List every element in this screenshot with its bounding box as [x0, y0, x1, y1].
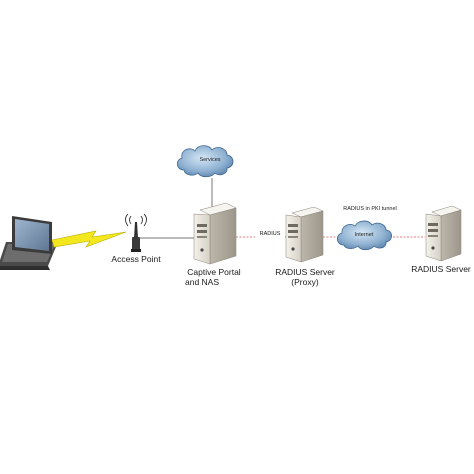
- radius-server-label: RADIUS Server: [411, 264, 471, 274]
- radius-link-label: RADIUS: [255, 231, 285, 238]
- radius-proxy-label-line2: (Proxy): [291, 277, 319, 287]
- radius-server-icon: [425, 205, 462, 262]
- radius-proxy-label-line1: RADIUS Server: [275, 267, 335, 277]
- internet-cloud-icon: [336, 220, 393, 251]
- captive-portal-server-icon: [193, 202, 237, 265]
- captive-portal-label-line1: Captive Portal: [187, 267, 241, 277]
- radius-proxy-server-icon: [285, 206, 324, 263]
- access-point-label: Access Point: [111, 254, 161, 264]
- services-cloud-label: Services: [199, 157, 221, 163]
- pki-tunnel-label: RADIUS in PKI tunnel: [343, 206, 397, 212]
- lightning-bolt-icon: [51, 230, 127, 248]
- access-point-icon: [125, 213, 147, 252]
- services-cloud-icon: [176, 145, 234, 178]
- internet-cloud-label: Internet: [354, 232, 374, 238]
- captive-portal-label-line2: and NAS: [184, 277, 220, 287]
- laptop-icon: [0, 216, 58, 270]
